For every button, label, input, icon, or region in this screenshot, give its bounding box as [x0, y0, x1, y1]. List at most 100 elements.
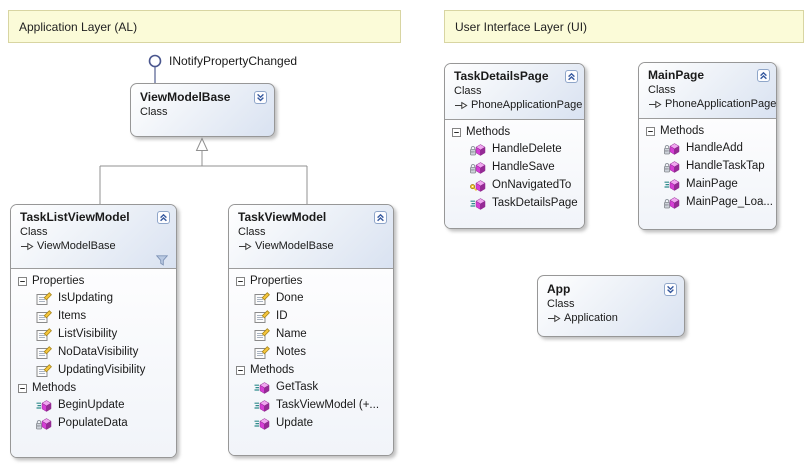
member-label: UpdatingVisibility [58, 364, 146, 376]
class-box-viewmodelbase[interactable]: ViewModelBase Class [130, 83, 275, 137]
section-title: Methods [660, 125, 705, 137]
member-row[interactable]: HandleSave [445, 158, 584, 176]
member-row[interactable]: TaskViewModel (+... [229, 396, 393, 414]
property-icon [254, 327, 270, 341]
member-label: HandleSave [492, 161, 555, 173]
member-row[interactable]: Done [229, 289, 393, 307]
member-label: GetTask [276, 381, 319, 393]
member-label: BeginUpdate [58, 399, 125, 411]
property-icon [36, 345, 52, 359]
member-row[interactable]: TaskDetailsPage [445, 194, 584, 212]
class-kind: Class [648, 84, 676, 96]
base-type-arrow-icon [648, 100, 662, 109]
member-row[interactable]: UpdatingVisibility [11, 361, 176, 379]
section-collapse-toggle[interactable] [18, 276, 27, 286]
class-kind: Class [547, 298, 575, 310]
member-row[interactable]: GetTask [229, 378, 393, 396]
member-label: PopulateData [58, 417, 128, 429]
collapse-button[interactable] [374, 211, 387, 224]
section-collapse-toggle[interactable] [236, 365, 245, 375]
member-row[interactable]: BeginUpdate [11, 396, 176, 414]
base-type: PhoneApplicationPage [665, 98, 777, 110]
class-box-app[interactable]: App Class Application [537, 275, 685, 337]
section-collapse-toggle[interactable] [646, 126, 655, 136]
filter-icon[interactable] [156, 253, 168, 267]
member-row[interactable]: HandleDelete [445, 140, 584, 158]
property-icon [36, 291, 52, 305]
section-collapse-toggle[interactable] [452, 127, 461, 137]
member-row[interactable]: NoDataVisibility [11, 343, 176, 361]
class-box-taskdetailspage[interactable]: TaskDetailsPage Class PhoneApplicationPa… [444, 63, 585, 229]
inheritance-connector[interactable] [99, 137, 308, 205]
member-label: NoDataVisibility [58, 346, 139, 358]
section-title: Methods [32, 382, 77, 394]
member-label: Update [276, 417, 314, 429]
class-box-taskviewmodel[interactable]: TaskViewModel Class ViewModelBase Proper… [228, 204, 394, 456]
section-collapse-toggle[interactable] [18, 383, 27, 393]
collapse-button[interactable] [157, 211, 170, 224]
member-row[interactable]: PopulateData [11, 414, 176, 432]
section-title: Properties [250, 275, 303, 287]
property-icon [36, 327, 52, 341]
method-icon [36, 417, 52, 430]
method-icon [664, 160, 680, 173]
base-type-arrow-icon [238, 242, 252, 251]
collapse-button[interactable] [757, 69, 770, 82]
property-icon [254, 345, 270, 359]
method-icon [470, 161, 486, 174]
section-methods: Methods [229, 361, 393, 378]
member-label: Done [276, 292, 304, 304]
section-title: Properties [32, 275, 85, 287]
base-type-arrow-icon [547, 314, 561, 323]
method-icon [36, 399, 52, 412]
member-label: HandleTaskTap [686, 160, 765, 172]
base-type: ViewModelBase [255, 240, 334, 252]
class-members: Properties Done ID Name Notes Methods [229, 268, 393, 455]
member-row[interactable]: HandleAdd [639, 139, 776, 157]
member-row[interactable]: Name [229, 325, 393, 343]
method-icon [470, 197, 486, 210]
comment-text: User Interface Layer (UI) [455, 19, 588, 34]
class-box-tasklistviewmodel[interactable]: TaskListViewModel Class ViewModelBase Pr… [10, 204, 177, 458]
section-title: Methods [250, 364, 295, 376]
comment-user-interface-layer[interactable]: User Interface Layer (UI) [444, 10, 804, 43]
expand-button[interactable] [664, 283, 677, 296]
class-kind: Class [20, 226, 48, 238]
member-row[interactable]: Update [229, 414, 393, 432]
property-icon [254, 291, 270, 305]
section-collapse-toggle[interactable] [236, 276, 245, 286]
member-row[interactable]: IsUpdating [11, 289, 176, 307]
expand-button[interactable] [254, 91, 267, 104]
member-label: Notes [276, 346, 307, 358]
base-type-arrow-icon [454, 101, 468, 110]
collapse-button[interactable] [565, 70, 578, 83]
member-row[interactable]: MainPage_Loa... [639, 193, 776, 211]
method-icon [470, 179, 486, 192]
member-row[interactable]: Notes [229, 343, 393, 361]
member-label: Items [58, 310, 87, 322]
member-label: MainPage [686, 178, 738, 190]
member-row[interactable]: MainPage [639, 175, 776, 193]
member-row[interactable]: ListVisibility [11, 325, 176, 343]
method-icon [254, 399, 270, 412]
method-icon [254, 381, 270, 394]
class-header: TaskListViewModel Class ViewModelBase [11, 205, 176, 268]
class-name: App [547, 282, 571, 296]
base-type-arrow-icon [20, 242, 34, 251]
base-type: Application [564, 312, 618, 324]
inotifypropertychanged-lollipop-connector[interactable] [148, 54, 162, 85]
base-type: PhoneApplicationPage [471, 99, 583, 111]
member-label: HandleDelete [492, 143, 562, 155]
class-kind: Class [454, 85, 482, 97]
member-row[interactable]: ID [229, 307, 393, 325]
member-row[interactable]: Items [11, 307, 176, 325]
member-row[interactable]: OnNavigatedTo [445, 176, 584, 194]
comment-application-layer[interactable]: Application Layer (AL) [8, 10, 401, 43]
class-name: ViewModelBase [140, 90, 231, 104]
section-properties: Properties [229, 272, 393, 289]
property-icon [36, 309, 52, 323]
class-box-mainpage[interactable]: MainPage Class PhoneApplicationPage Meth… [638, 62, 777, 230]
member-row[interactable]: HandleTaskTap [639, 157, 776, 175]
